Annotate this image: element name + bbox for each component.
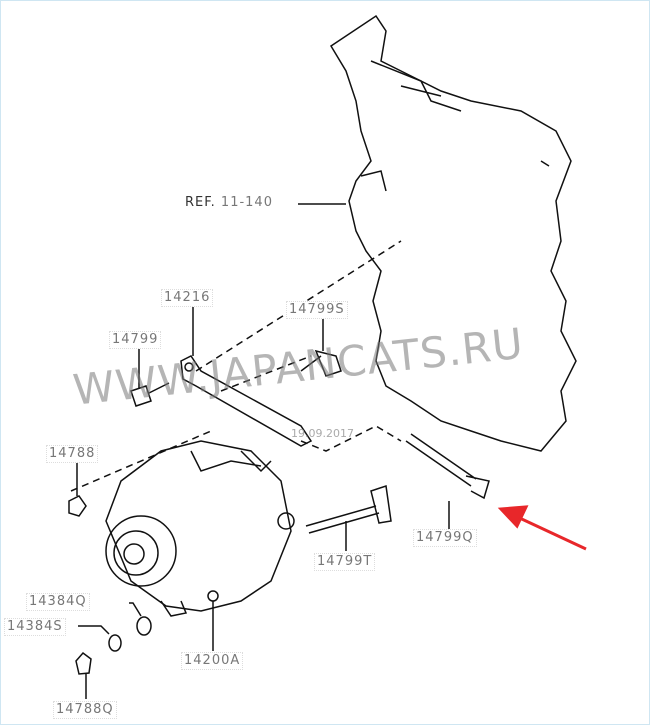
bracket-14216: [180, 355, 313, 447]
part-label-14799T[interactable]: 14799T: [314, 553, 376, 571]
ref-callout[interactable]: REF. 11-140: [183, 195, 275, 211]
ref-label: REF.: [185, 195, 216, 210]
bolt-14799S: [300, 349, 342, 377]
red-arrow-icon: [497, 505, 587, 551]
nut-14788: [68, 495, 87, 517]
alternator-14200A: [105, 440, 295, 617]
part-label-14799S[interactable]: 14799S: [286, 301, 348, 319]
washer-14384S: [108, 634, 122, 652]
part-label-14384Q[interactable]: 14384Q: [26, 593, 90, 611]
bolt-14799T: [305, 485, 392, 534]
part-label-14788[interactable]: 14788: [46, 445, 99, 463]
part-label-14788Q[interactable]: 14788Q: [53, 701, 117, 719]
part-label-14799Q[interactable]: 14799Q: [413, 529, 477, 547]
engine-block-outline: [329, 14, 577, 452]
part-label-14384S[interactable]: 14384S: [4, 618, 66, 636]
part-label-14799[interactable]: 14799: [109, 331, 162, 349]
part-label-14200A[interactable]: 14200A: [181, 652, 244, 670]
part-label-14216[interactable]: 14216: [161, 289, 214, 307]
nut-14788Q: [75, 651, 92, 675]
bolt-14799: [130, 382, 170, 407]
bolt-14799Q: [405, 433, 490, 500]
engine-block-detail: [360, 60, 550, 192]
date-stamp: 19.09.2017: [291, 427, 354, 440]
washer-14384Q: [136, 616, 152, 636]
ref-number[interactable]: 11-140: [220, 195, 273, 210]
